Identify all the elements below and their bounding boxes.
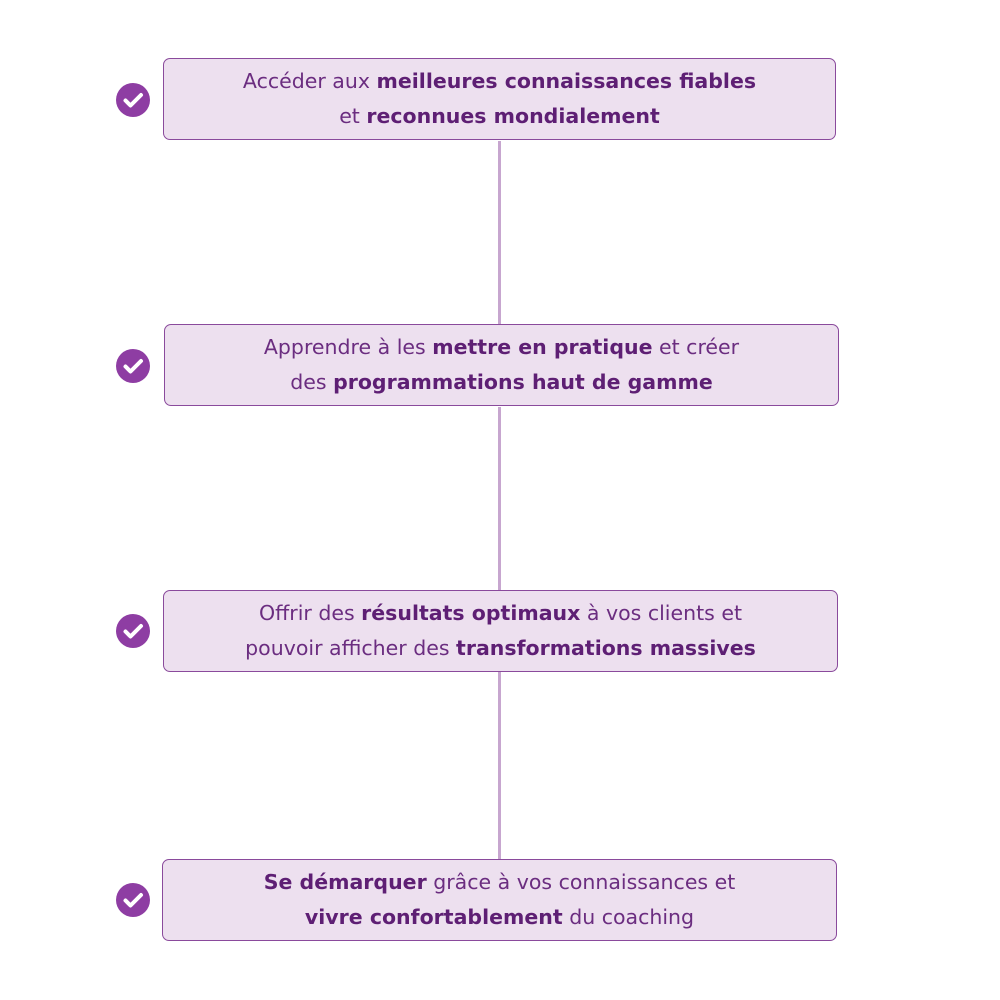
- step-4-line-1-part-1: Se démarquer: [263, 870, 427, 894]
- step-4-line-2-part-1: vivre confortablement: [304, 905, 563, 929]
- step-1-line-1: Accéder aux meilleures connaissances fia…: [243, 64, 756, 99]
- step-3-line-1: Offrir des résultats optimaux à vos clie…: [259, 596, 742, 631]
- step-3-line-1-part-3: à vos clients et: [580, 601, 742, 625]
- connector-line-1: [498, 141, 501, 325]
- step-1-line-2: et reconnues mondialement: [339, 99, 660, 134]
- step-3-line-2-part-2: transformations massives: [456, 636, 756, 660]
- step-4-line-1-part-2: grâce à vos connaissances et: [426, 870, 736, 894]
- step-4-line-2-part-2: du coaching: [562, 905, 695, 929]
- step-1-line-1-part-1: Accéder aux: [242, 69, 377, 93]
- step-2-line-1-part-2: mettre en pratique: [432, 335, 653, 359]
- step-2-line-2-part-1: des: [290, 370, 334, 394]
- step-1-line-2-part-1: et: [339, 104, 367, 128]
- step-2-line-1: Apprendre à les mettre en pratique et cr…: [264, 330, 739, 365]
- check-circle-icon: [116, 614, 150, 648]
- step-4-line-1: Se démarquer grâce à vos connaissances e…: [264, 865, 736, 900]
- step-box-4: Se démarquer grâce à vos connaissances e…: [162, 859, 837, 941]
- step-4-line-2: vivre confortablement du coaching: [305, 900, 694, 935]
- check-circle-icon: [116, 83, 150, 117]
- step-2-line-2-part-2: programmations haut de gamme: [333, 370, 713, 394]
- step-box-1: Accéder aux meilleures connaissances fia…: [163, 58, 836, 140]
- connector-line-3: [498, 672, 501, 859]
- step-3-line-1-part-2: résultats optimaux: [361, 601, 581, 625]
- step-1-line-1-part-2: meilleures connaissances fiables: [376, 69, 757, 93]
- step-1-line-2-part-2: reconnues mondialement: [366, 104, 660, 128]
- connector-line-2: [498, 407, 501, 590]
- check-circle-icon: [116, 349, 150, 383]
- step-box-2: Apprendre à les mettre en pratique et cr…: [164, 324, 839, 406]
- step-box-3: Offrir des résultats optimaux à vos clie…: [163, 590, 838, 672]
- step-2-line-1-part-1: Apprendre à les: [263, 335, 433, 359]
- step-2-line-2: des programmations haut de gamme: [290, 365, 713, 400]
- check-circle-icon: [116, 883, 150, 917]
- step-3-line-1-part-1: Offrir des: [259, 601, 362, 625]
- step-3-line-2-part-1: pouvoir afficher des: [245, 636, 457, 660]
- step-3-line-2: pouvoir afficher des transformations mas…: [245, 631, 756, 666]
- step-2-line-1-part-3: et créer: [652, 335, 740, 359]
